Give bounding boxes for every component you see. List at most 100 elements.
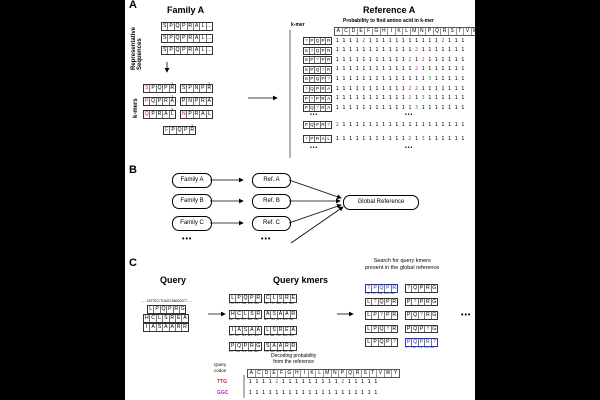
aa-letter: Y (393, 370, 398, 376)
table-dots-3: ••• (310, 145, 319, 151)
decoding-value: 1 (354, 379, 358, 385)
probability-header: Probability to find amino acid in k-mer (343, 18, 434, 24)
table-value: 1 (368, 95, 372, 102)
search-kmer-cell: ? (419, 312, 426, 319)
decoding-value: 1 (248, 390, 252, 396)
aa-letter: W (472, 28, 475, 35)
table-value: 1 (454, 47, 458, 54)
table-kmer-cell: A (327, 86, 331, 91)
panel-a-label: A (129, 0, 137, 11)
table-kmer-cell: R (327, 38, 331, 43)
family-kmer-cell: Q (151, 98, 157, 105)
aa-letter: K (396, 28, 404, 35)
query-line-cell: H (144, 315, 151, 322)
query-kmer-cell: A (278, 311, 285, 318)
table-value: 1 (448, 104, 452, 111)
kmer-count: 1 (191, 123, 194, 128)
family-kmer-cell: S (144, 85, 151, 92)
table-kmer-cell: ? (310, 47, 316, 54)
table-value: 2 (408, 56, 412, 63)
table-value: 1 (342, 85, 346, 92)
table-value: 1 (362, 66, 366, 73)
family-kmer-cell: P (171, 127, 177, 134)
table-value: 1 (349, 56, 353, 63)
search-kmer-cell: R (425, 339, 432, 346)
table-value: 1 (421, 85, 425, 92)
table-value: 1 (355, 47, 359, 54)
query-kmer-cell: R (249, 343, 256, 350)
table-value: 1 (368, 85, 372, 92)
search-kmer-cell: ? (432, 339, 436, 345)
table-value: 1 (355, 135, 359, 142)
table-value: 1 (415, 75, 419, 82)
table-value: 3 (415, 104, 419, 111)
table-value: 1 (395, 104, 399, 111)
table-kmer-cell: P (310, 76, 316, 83)
search-kmer-cell: P (386, 312, 392, 319)
table-value: 1 (342, 135, 346, 142)
aa-letter: H (381, 28, 389, 35)
aa-letter: W (385, 370, 393, 377)
table-kmer-cell: S (304, 66, 310, 73)
table-value: 1 (415, 95, 419, 102)
table-kmer-cell: ? (315, 105, 321, 112)
table-kmer-cell: R (321, 122, 327, 128)
aa-letter: F (278, 370, 286, 377)
search-kmer-cell: ? (392, 339, 396, 345)
table-value: 2 (408, 95, 412, 102)
aa-letter: G (373, 28, 381, 35)
decoding-value: 1 (301, 379, 305, 385)
search-kmer-cell: G (432, 298, 437, 305)
search-kmer-cell: G (432, 325, 437, 332)
table-kmer-cell: ? (304, 136, 310, 142)
aa-letter: Q (434, 28, 442, 35)
decoding-value: 1 (361, 379, 365, 385)
table-value: 1 (375, 121, 379, 128)
family-kmer-cell: A (170, 98, 174, 104)
table-value: 1 (448, 47, 452, 54)
query-kmer-cell: L (243, 311, 250, 318)
rep-sequence-cell: L (200, 23, 207, 30)
family-kmer-cell: P (201, 85, 207, 92)
query-kmer-cell: Q (243, 295, 250, 302)
reference-node: Ref. C (252, 216, 291, 231)
table-value: 1 (441, 47, 445, 54)
decoding-value: 1 (354, 390, 358, 396)
table-value: 1 (461, 121, 465, 128)
table-value: 1 (421, 121, 425, 128)
table-value: 1 (388, 121, 392, 128)
kmer-column-header: k-mer (291, 22, 305, 28)
query-kmer-cell: S (250, 311, 256, 318)
table-value: 1 (382, 104, 386, 111)
table-value: 1 (362, 135, 366, 142)
aa-letter: H (294, 370, 302, 377)
table-value: 1 (395, 85, 399, 92)
table-value: 1 (368, 56, 372, 63)
table-value: 1 (355, 85, 359, 92)
table-value: 1 (448, 85, 452, 92)
table-value: 1 (434, 135, 438, 142)
aa-letter: P (339, 370, 347, 377)
table-value: 1 (448, 95, 452, 102)
decoding-value: 1 (334, 379, 338, 385)
table-kmer-cell: P (315, 95, 321, 102)
aa-letter: G (286, 370, 294, 377)
table-kmer-cell: A (327, 95, 331, 101)
family-kmer-cell: L (170, 111, 174, 117)
table-value: 1 (441, 75, 445, 82)
table-value: 2 (415, 85, 419, 92)
table-kmer-cell: A (327, 105, 331, 111)
table-value: 1 (454, 66, 458, 73)
table-value: 1 (335, 75, 339, 82)
table-kmer-cell: S (304, 47, 310, 54)
query-dna: ...CATTGCCTCAGCCGAGGCGCT... (141, 299, 193, 303)
rep-sequence-cell: ... (207, 35, 212, 41)
reference-node: Ref. B (252, 194, 291, 209)
search-title: Search for query kmers present in the gl… (365, 258, 440, 271)
